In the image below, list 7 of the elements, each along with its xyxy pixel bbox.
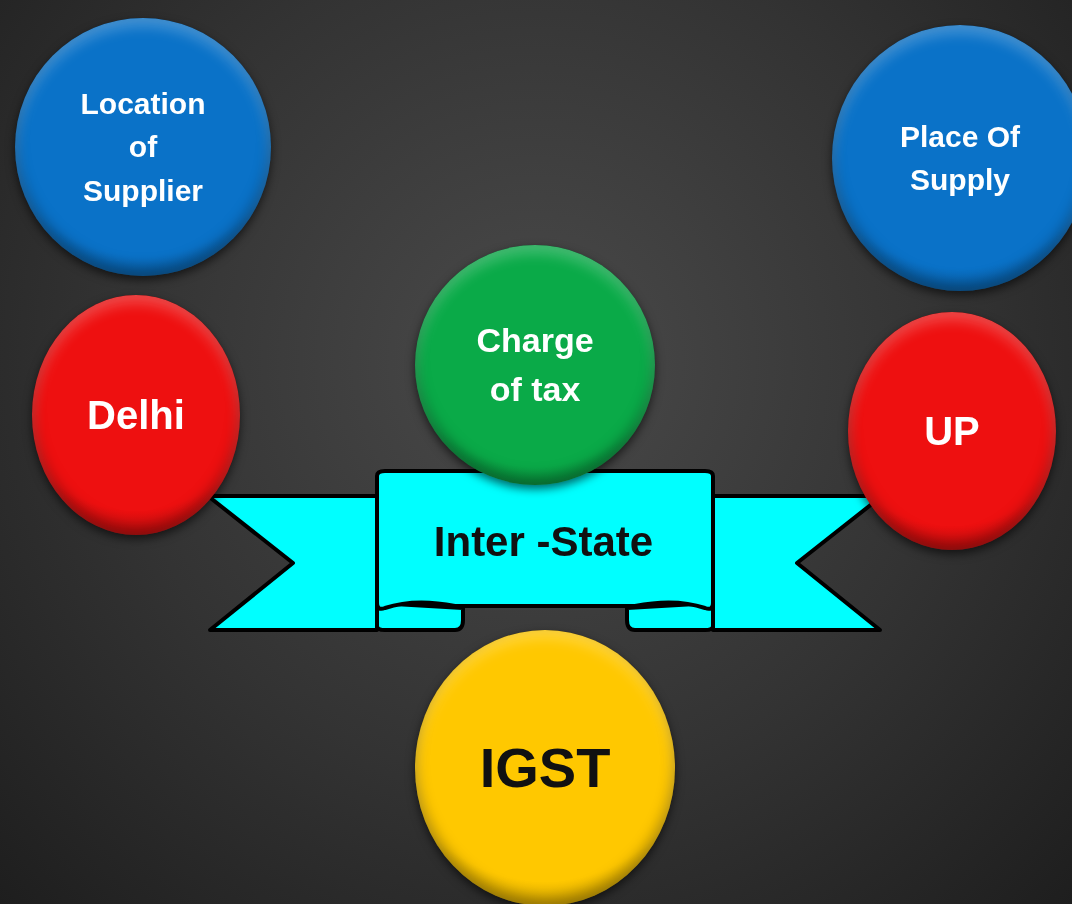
node-label: Inter -State <box>432 517 655 567</box>
node-label: Place Of Supply <box>898 118 1022 198</box>
node-label: IGST <box>478 735 612 802</box>
node-label: Delhi <box>86 392 186 439</box>
node-label: Location of Supplier <box>79 85 207 209</box>
node-label: UP <box>923 408 981 455</box>
node-label: Charge of tax <box>475 319 595 410</box>
